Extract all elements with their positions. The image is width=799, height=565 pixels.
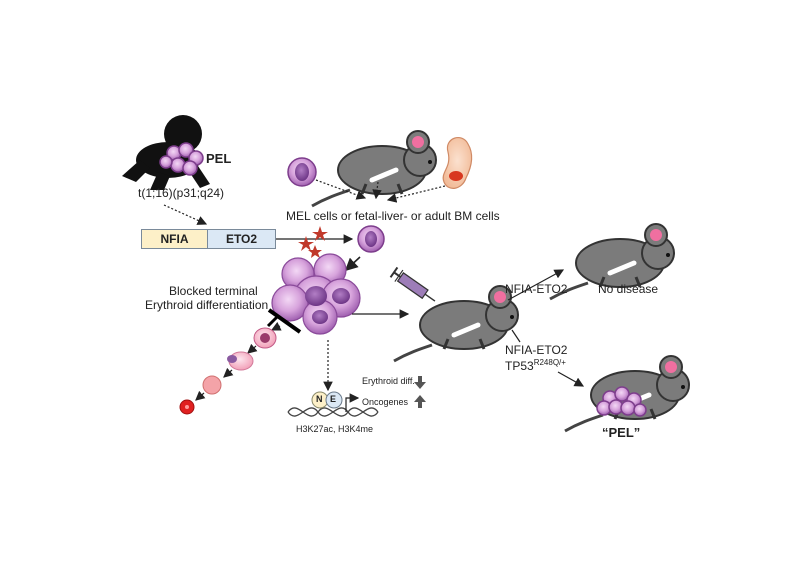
- differentiation-sequence: [179, 321, 282, 415]
- source-arrows: [315, 179, 446, 203]
- donor-mouse-icon: [312, 131, 436, 206]
- tp53-superscript: R248Q/+: [533, 358, 566, 367]
- blocked-label-line2: Erythroid differentiation: [145, 298, 269, 312]
- eto2-binding-circle: [325, 391, 343, 409]
- arrow-to-pel: [511, 329, 521, 343]
- outcome2-label-line1: NFIA-ETO2: [505, 343, 568, 357]
- tp53-text: TP53: [505, 359, 534, 373]
- erythroid-diff-label: Erythroid diff.: [362, 376, 415, 386]
- syringe-icon: [389, 266, 436, 302]
- pel-result-label: “PEL”: [602, 425, 641, 440]
- arrow-cell-to-cluster: [344, 256, 361, 272]
- arrow-up-icon: [414, 395, 426, 408]
- fusion-part-nfia: NFIA: [142, 230, 208, 248]
- outcome2-label-line2: TP53R248Q/+: [505, 358, 566, 374]
- block-bar-icon: [266, 308, 302, 334]
- recipient-mouse-icon: [394, 286, 518, 361]
- leukemic-cell-cluster: [271, 253, 361, 335]
- dna-helix-icon: [287, 407, 379, 417]
- transduction-star-icon: [298, 226, 328, 258]
- translocation-label: t(1;16)(p31;q24): [138, 186, 225, 200]
- fetal-embryo-icon: [442, 136, 473, 189]
- arrow-to-pel-lower: [557, 371, 585, 387]
- tumor-cluster-icon: [159, 142, 204, 176]
- pel-patient-label: PEL: [206, 151, 232, 166]
- outcome1-result: No disease: [598, 282, 659, 296]
- mouse-tumor-cluster: [596, 386, 647, 417]
- fusion-part-eto2: ETO2: [208, 230, 275, 248]
- cell-sources-label: MEL cells or fetal-liver- or adult BM ce…: [286, 209, 500, 223]
- fusion-gene-box: NFIA ETO2: [141, 229, 276, 249]
- transcription-arrow: [345, 393, 360, 412]
- oncogenes-label: Oncogenes: [362, 397, 409, 407]
- nfia-circle-letter: N: [316, 394, 323, 404]
- arrow-translocation-to-fusion: [163, 204, 208, 225]
- mel-cell-icon: [287, 157, 317, 187]
- eto2-circle-letter: E: [330, 394, 337, 404]
- transduced-cell-icon: [357, 225, 385, 253]
- blocked-label-line1: Blocked terminal: [169, 284, 258, 298]
- outcome1-label: NFIA-ETO2: [505, 282, 568, 296]
- arrow-down-icon: [414, 376, 426, 389]
- arrow-to-no-disease: [507, 269, 565, 301]
- histone-marks-label: H3K27ac, H3K4me: [296, 424, 374, 434]
